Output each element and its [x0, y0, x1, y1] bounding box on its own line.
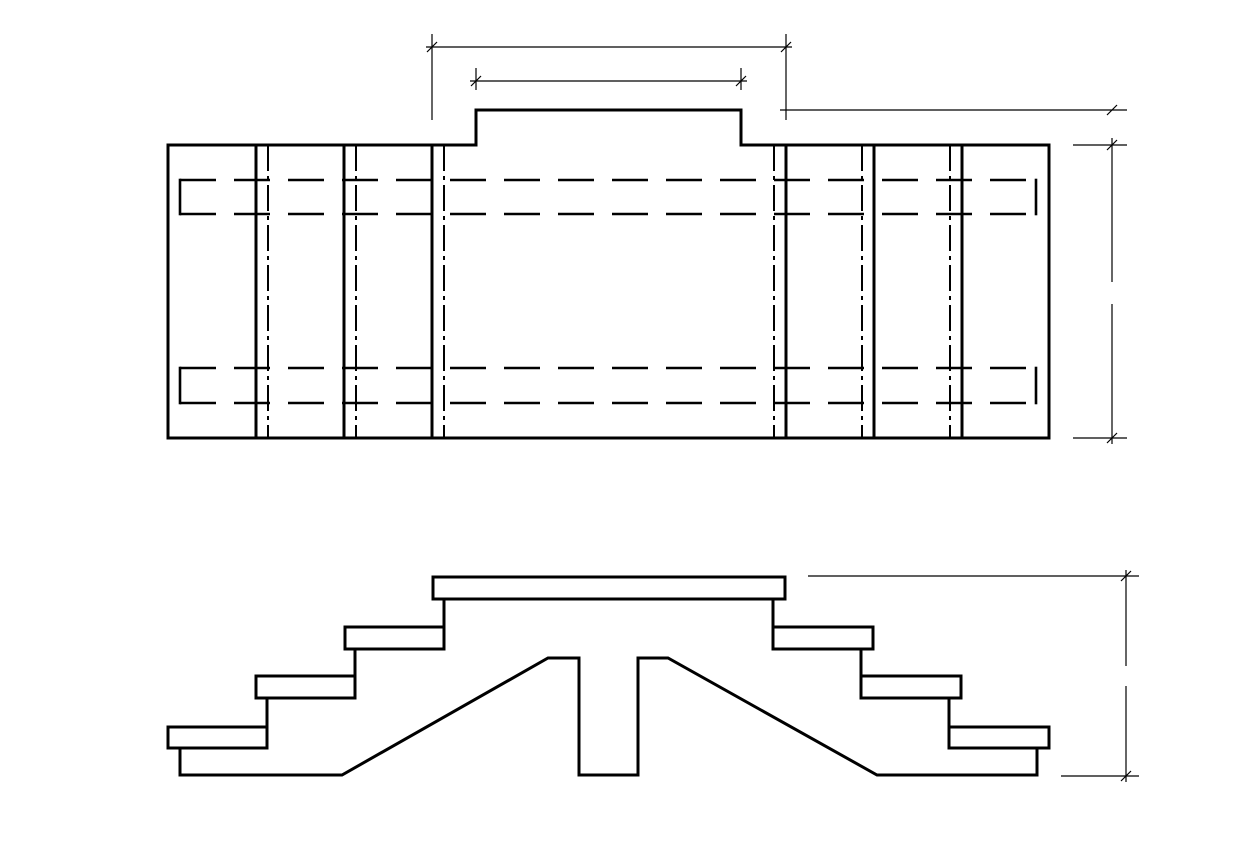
elevation-stringer — [178, 656, 1039, 777]
elevation-height-dimension — [808, 570, 1139, 782]
top-landing — [431, 575, 787, 601]
right-tread-2 — [859, 674, 963, 700]
plan-outline — [166, 108, 1051, 440]
elevation-view — [166, 575, 1051, 777]
right-tread-3 — [771, 625, 875, 651]
landing-offset-dimension — [780, 104, 1127, 116]
hidden-stringer-top — [178, 178, 1038, 216]
top-width-dimension — [426, 34, 792, 120]
left-tread-2 — [254, 674, 357, 700]
plan-view — [166, 108, 1051, 440]
right-tread-1 — [947, 725, 1051, 750]
left-tread-1 — [166, 725, 269, 750]
hidden-stringer-bottom — [178, 366, 1038, 405]
plan-depth-dimension — [1073, 138, 1127, 444]
left-tread-3 — [343, 625, 446, 651]
landing-width-dimension — [470, 68, 747, 90]
